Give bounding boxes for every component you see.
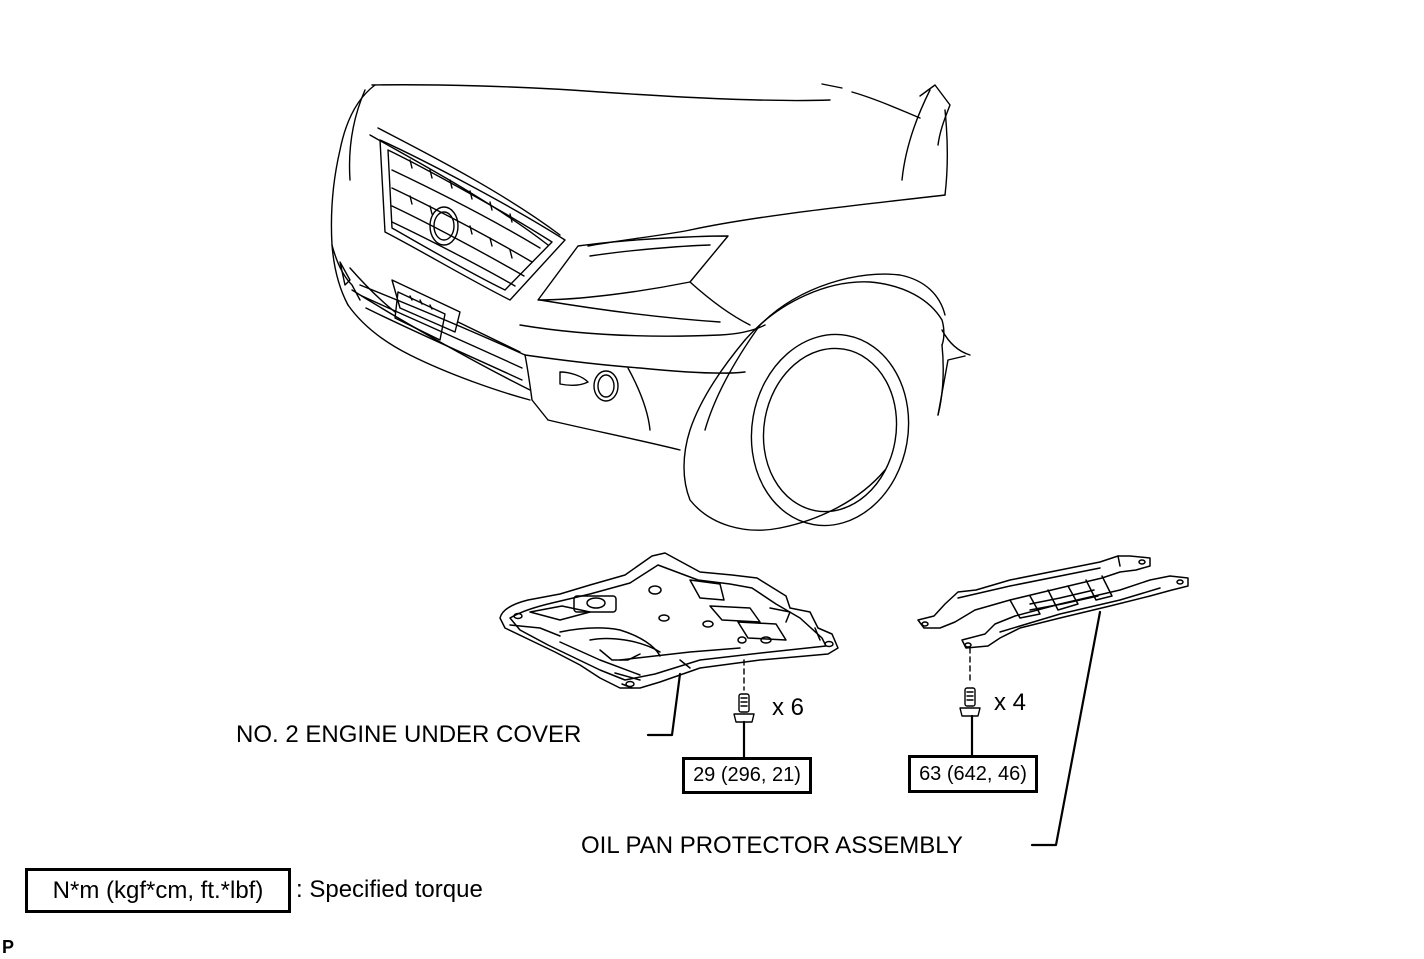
right-bolt-quantity: x 4 (994, 689, 1027, 716)
protector-leader (1030, 610, 1102, 847)
protector-part (917, 555, 1189, 649)
right-torque-box: 63 (642, 46) (908, 755, 1038, 793)
left-bolt-group (733, 659, 755, 767)
legend-description: : Specified torque (296, 876, 483, 903)
right-bolt-group (959, 647, 981, 764)
right-torque-value: 63 (642, 46) (919, 762, 1027, 785)
vehicle-front-outline (330, 83, 971, 531)
under-cover-leader (646, 672, 682, 737)
left-bolt-quantity: x 6 (772, 694, 805, 721)
corner-mark: P (2, 937, 15, 957)
under-cover-label: NO. 2 ENGINE UNDER COVER (236, 721, 582, 748)
legend-torque-unit-box: N*m (kgf*cm, ft.*lbf) (25, 868, 291, 913)
left-torque-box: 29 (296, 21) (682, 757, 812, 794)
under-cover-part (499, 552, 839, 689)
legend-unit: N*m (kgf*cm, ft.*lbf) (52, 876, 264, 904)
left-torque-value: 29 (296, 21) (693, 764, 801, 786)
protector-label: OIL PAN PROTECTOR ASSEMBLY (581, 832, 963, 859)
